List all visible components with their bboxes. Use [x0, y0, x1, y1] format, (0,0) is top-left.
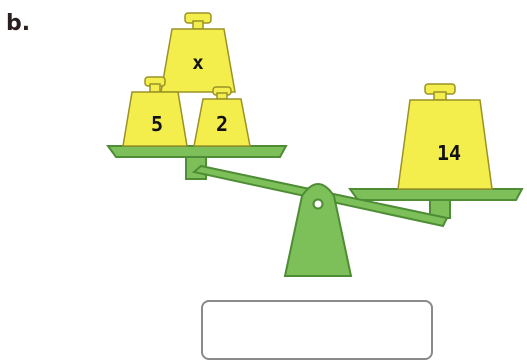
left-pan — [106, 145, 288, 158]
scale-stand — [283, 183, 353, 277]
weight-14: 14 — [397, 83, 493, 190]
weight-14-label: 14 — [437, 141, 461, 165]
right-pan — [348, 188, 524, 201]
weight-2: 2 — [193, 86, 251, 147]
pivot-circle — [312, 198, 324, 210]
answer-input[interactable] — [201, 300, 433, 360]
balance-scale-icon — [106, 145, 524, 277]
weight-x: x — [160, 12, 236, 93]
weight-5-label: 5 — [151, 112, 163, 136]
weight-5: 5 — [122, 76, 188, 147]
part-label: b. — [6, 11, 30, 36]
weight-2-label: 2 — [216, 112, 228, 136]
weight-x-label: x — [192, 52, 203, 74]
